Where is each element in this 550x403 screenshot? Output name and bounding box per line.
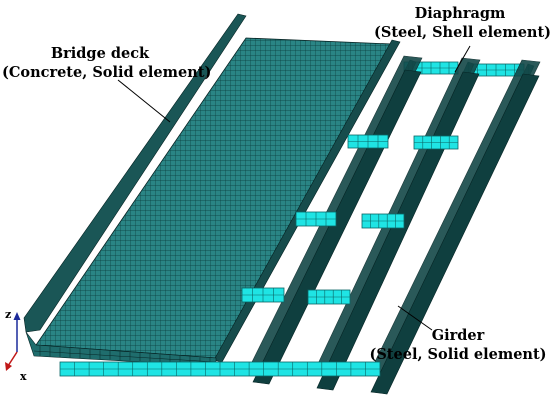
- girder-bottom-flange: [316, 71, 480, 391]
- girder-bottom-flange: [252, 69, 422, 385]
- diaphragm-row3-2: [361, 213, 405, 229]
- deck-end-grid-line: [33, 350, 217, 363]
- diaphragm-leader-line: [454, 45, 471, 73]
- diaphragm-near-end: [59, 361, 381, 377]
- girder-label: Girder (Steel, Solid element): [368, 326, 548, 364]
- diaphragm-row2-1: [347, 134, 389, 149]
- deck-leader-line: [117, 79, 171, 123]
- deck-end-grid: [33, 346, 217, 365]
- diaphragm-row4-1: [241, 287, 285, 303]
- z-axis-arrow: [13, 312, 21, 320]
- girder-label-detail: (Steel, Solid element): [369, 346, 547, 363]
- coordinate-triad: z x: [5, 308, 27, 383]
- x-axis-label: x: [20, 370, 27, 383]
- diaphragm-row4-2: [307, 289, 351, 305]
- z-axis-label: z: [5, 308, 11, 321]
- deck-label-detail: (Concrete, Solid element): [2, 64, 212, 81]
- diaphragm-group-front: [59, 134, 459, 377]
- diaphragm-label-name: Diaphragm: [414, 5, 506, 22]
- bridge-deck: [23, 13, 401, 367]
- deck-label: Bridge deck (Concrete, Solid element): [2, 44, 212, 82]
- diaphragm-row3-1: [295, 211, 337, 227]
- deck-label-name: Bridge deck: [50, 45, 150, 62]
- x-axis-line: [7, 351, 18, 367]
- diaphragm-label-detail: (Steel, Shell element): [374, 24, 550, 41]
- girder-4: [369, 59, 541, 395]
- diaphragm-row2-2: [413, 135, 459, 150]
- girder-leader-line: [397, 305, 433, 331]
- diaphragm-label: Diaphragm (Steel, Shell element): [374, 4, 550, 42]
- deck-left-curb: [23, 13, 247, 333]
- girder-label-name: Girder: [431, 327, 485, 344]
- x-axis-arrow: [5, 362, 12, 371]
- girder-bottom-flange: [370, 73, 540, 395]
